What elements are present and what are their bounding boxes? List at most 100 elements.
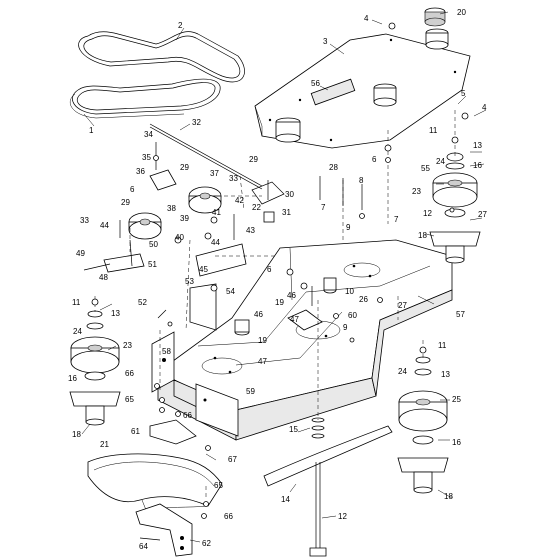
callout-62: 62 [202,539,211,548]
callout-35: 35 [142,153,151,162]
callout-43: 43 [246,226,255,235]
callout-66-c: 66 [224,512,233,521]
callout-24-a: 24 [73,327,82,336]
callout-6-c: 6 [267,265,272,274]
callout-66-b: 66 [183,411,192,420]
callout-52: 52 [138,298,147,307]
callout-16-a: 16 [473,161,482,170]
stud-bracket [83,239,145,273]
callout-36: 36 [136,167,145,176]
deck-cover [254,7,471,149]
center-idler [234,277,337,336]
callout-18-b: 18 [72,430,81,439]
callout-18-c: 18 [444,492,453,501]
callout-48: 48 [99,273,108,282]
callout-24-b: 24 [398,367,407,376]
callout-11-b: 11 [72,298,81,307]
callout-19-a: 19 [275,298,284,307]
callout-45: 45 [199,265,208,274]
callout-42: 42 [235,196,244,205]
callout-33-a: 33 [229,174,238,183]
callout-4-right: 4 [482,103,487,112]
callout-39: 39 [180,214,189,223]
callout-19-b: 19 [258,336,267,345]
callout-34: 34 [144,130,153,139]
callout-27-a: 27 [478,210,487,219]
leader-lines [81,11,487,543]
callout-64: 64 [139,542,148,551]
callout-10: 10 [345,287,354,296]
callout-66-a: 66 [125,369,134,378]
callout-47-b: 47 [258,357,267,366]
hinge-bracket [149,419,197,445]
callout-57: 57 [456,310,465,319]
callout-55: 55 [421,164,430,173]
callout-26: 26 [359,295,368,304]
callout-28: 28 [329,163,338,172]
callout-50: 50 [149,240,158,249]
callout-18-a: 18 [418,231,427,240]
callout-25: 25 [452,395,461,404]
callout-11-c: 11 [438,341,447,350]
callout-53: 53 [185,277,194,286]
callout-29-c: 29 [121,198,130,207]
callout-46-a: 46 [287,291,296,300]
callout-11-a: 11 [429,126,438,135]
callout-65-b: 65 [214,481,223,490]
pivot-bracket [149,169,177,191]
callout-9-b: 9 [343,323,348,332]
callout-2: 2 [178,21,183,30]
callout-13-a: 13 [473,141,482,150]
callout-12-a: 12 [423,209,432,218]
callout-61: 61 [131,427,140,436]
callout-16-b: 16 [68,374,77,383]
callout-23-b: 23 [123,341,132,350]
discharge-bracket [151,331,239,437]
callout-20: 20 [457,8,466,17]
callout-33-b: 33 [80,216,89,225]
callout-51: 51 [148,260,157,269]
callout-16-c: 16 [452,438,461,447]
deflector-chute [87,453,223,511]
callout-32: 32 [192,118,201,127]
callout-47-a: 47 [290,315,299,324]
callout-44-a: 44 [100,221,109,230]
callout-12-b: 12 [338,512,347,521]
callout-23-a: 23 [412,187,421,196]
callout-14: 14 [281,495,290,504]
callout-46-b: 46 [254,310,263,319]
callout-3: 3 [323,37,328,46]
callout-60: 60 [348,311,357,320]
idler-pulley-right [128,212,162,240]
drive-belt [70,31,245,119]
callout-7-b: 7 [394,215,399,224]
callout-29-b: 29 [249,155,258,164]
callout-5: 5 [461,89,466,98]
idler-arm [149,123,285,205]
cutter-blade [263,417,393,557]
callout-40: 40 [175,233,184,242]
callout-6-a: 6 [372,155,377,164]
callout-labels: 1 2 3 4 20 56 5 4 32 34 35 29 36 37 33 2… [68,8,487,551]
callout-31: 31 [282,208,291,217]
callout-15: 15 [289,425,298,434]
belt-guard-bracket [189,283,217,331]
callout-1: 1 [89,126,94,135]
callout-41: 41 [212,208,221,217]
callout-49: 49 [76,249,85,258]
spindle-assembly-left [69,310,121,426]
callout-54: 54 [226,287,235,296]
callout-67: 67 [228,455,237,464]
callout-30: 30 [285,190,294,199]
callout-7-a: 7 [321,203,326,212]
callout-6-b: 6 [130,185,135,194]
callout-24-c: 24 [436,157,445,166]
callout-8: 8 [359,176,364,185]
callout-21: 21 [100,440,109,449]
idler-pulley-left [188,186,222,214]
callout-22: 22 [252,203,261,212]
callout-65-a: 65 [125,395,134,404]
chute-mount-bracket [135,503,193,557]
